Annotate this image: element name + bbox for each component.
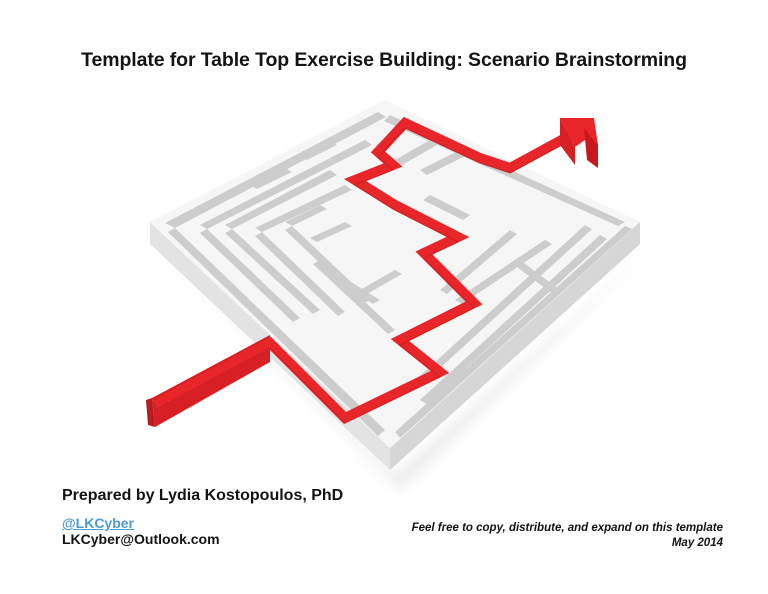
author-email: LKCyber@Outlook.com [62,531,220,547]
slide-title: Template for Table Top Exercise Building… [81,49,687,71]
arrow-head [560,118,598,147]
maze-channels [165,112,632,438]
author-name: Prepared by Lydia Kostopoulos, PhD [62,487,344,504]
red-path [146,116,598,427]
date-text: May 2014 [671,536,723,549]
license-note-text: Feel free to copy, distribute, and expan… [411,522,723,534]
license-note: Feel free to copy, distribute, and expan… [412,521,723,550]
maze-side-right [390,222,640,470]
twitter-handle-link[interactable]: @LKCyber [62,515,134,531]
